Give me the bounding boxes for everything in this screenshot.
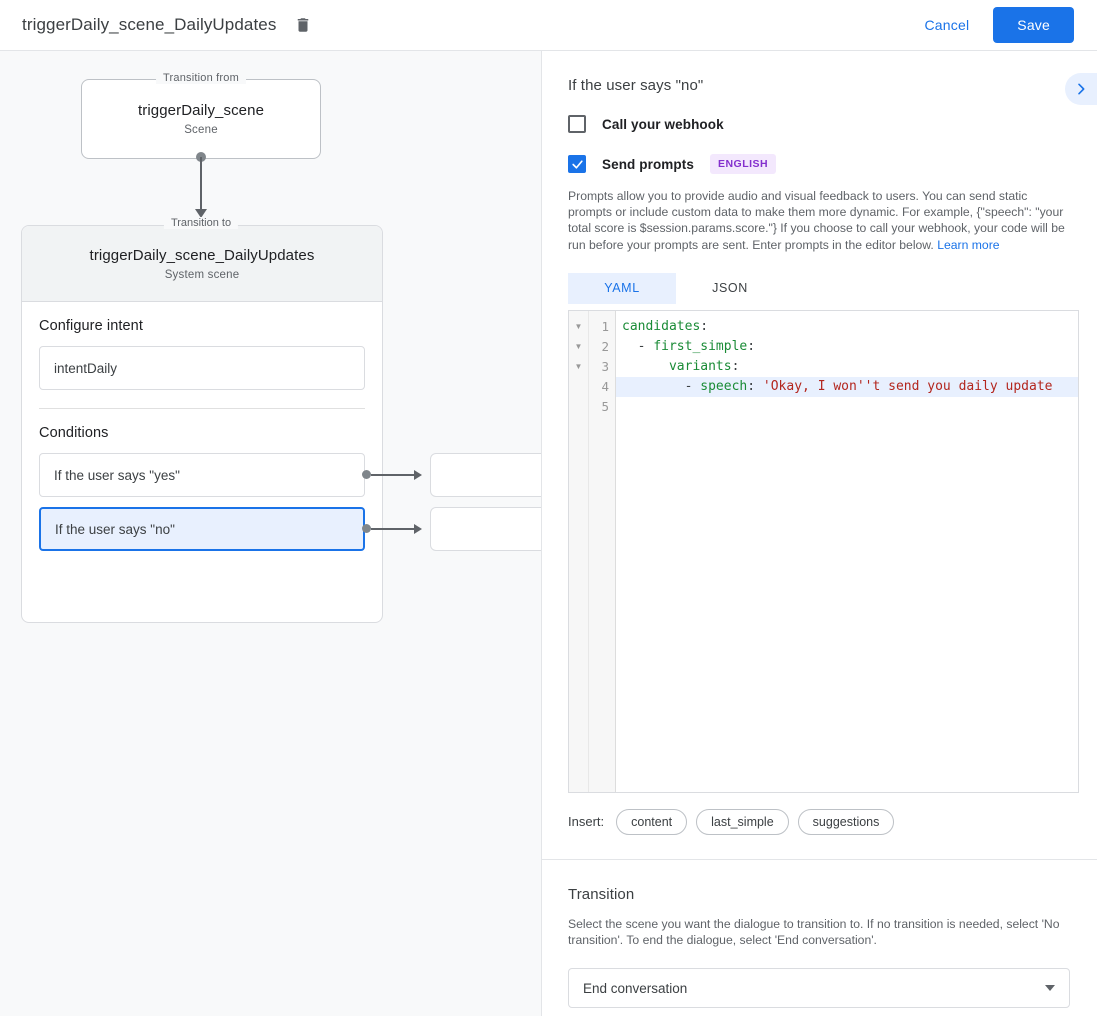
learn-more-link[interactable]: Learn more bbox=[937, 237, 1000, 252]
target-node-stub-yes[interactable] bbox=[430, 453, 541, 497]
condition-no-connector-dot bbox=[362, 524, 371, 533]
fold-spacer bbox=[569, 377, 588, 397]
code-token bbox=[622, 359, 669, 374]
code-token: 'Okay, I won''t send you daily update bbox=[762, 378, 1053, 394]
language-badge: ENGLISH bbox=[709, 154, 777, 174]
details-panel: If the user says "no" Call your webhook … bbox=[541, 51, 1097, 1016]
send-prompts-checkbox-row[interactable]: Send prompts ENGLISH bbox=[542, 154, 1097, 174]
trash-icon bbox=[294, 16, 312, 34]
target-node-stub-no[interactable] bbox=[430, 507, 541, 551]
line-number: 3 bbox=[601, 358, 609, 374]
chevron-right-icon[interactable] bbox=[1065, 73, 1097, 105]
panel-section-divider bbox=[542, 858, 1097, 860]
edge-arrowhead bbox=[195, 209, 207, 218]
transition-from-node[interactable]: Transition from triggerDaily_scene Scene bbox=[81, 72, 321, 159]
configure-intent-title: Configure intent bbox=[39, 318, 143, 334]
fold-toggle-icon[interactable]: ▼ bbox=[574, 362, 583, 372]
condition-item-no[interactable]: If the user says "no" bbox=[39, 507, 365, 551]
tab-yaml[interactable]: YAML bbox=[568, 272, 676, 304]
prompts-description: Prompts allow you to provide audio and v… bbox=[568, 188, 1071, 253]
editor-fold-column: ▼ ▼ ▼ bbox=[569, 310, 589, 792]
code-token: - bbox=[622, 378, 701, 394]
send-prompts-checkbox[interactable] bbox=[568, 155, 586, 173]
fold-toggle-icon[interactable]: ▼ bbox=[574, 322, 583, 332]
condition-yes-connector-dot bbox=[362, 470, 371, 479]
save-button[interactable]: Save bbox=[993, 7, 1074, 43]
code-line[interactable]: - first_simple: bbox=[616, 337, 1078, 357]
insert-chip-suggestions[interactable]: suggestions bbox=[797, 808, 895, 835]
code-token: variants bbox=[668, 358, 732, 374]
scene-graph-canvas: Transition from triggerDaily_scene Scene… bbox=[0, 51, 541, 1016]
page-title: triggerDaily_scene_DailyUpdates bbox=[22, 15, 277, 34]
code-line[interactable]: variants: bbox=[616, 357, 1078, 377]
code-token: : bbox=[731, 358, 740, 374]
edge-line bbox=[200, 157, 202, 212]
code-token: candidates bbox=[622, 318, 701, 334]
insert-chip-last-simple[interactable]: last_simple bbox=[696, 808, 789, 835]
webhook-checkbox-row[interactable]: Call your webhook bbox=[542, 115, 1097, 133]
send-prompts-label: Send prompts bbox=[602, 156, 694, 172]
intent-field[interactable]: intentDaily bbox=[39, 346, 365, 390]
transition-from-legend: Transition from bbox=[156, 72, 246, 84]
webhook-checkbox[interactable] bbox=[568, 115, 586, 133]
transition-select-value: End conversation bbox=[583, 980, 688, 996]
line-number: 2 bbox=[601, 338, 609, 354]
panel-title: If the user says "no" bbox=[568, 77, 704, 94]
code-token: speech bbox=[700, 378, 748, 394]
code-token: : bbox=[700, 318, 709, 334]
code-token: : bbox=[747, 338, 756, 354]
fold-spacer bbox=[569, 397, 588, 417]
conditions-section: Conditions If the user says "yes" If the… bbox=[22, 409, 382, 551]
transition-to-legend: Transition to bbox=[163, 217, 239, 229]
delete-button[interactable] bbox=[290, 12, 316, 38]
condition-no-connector-line bbox=[371, 528, 415, 530]
line-number: 4 bbox=[601, 378, 609, 394]
to-node-name: triggerDaily_scene_DailyUpdates bbox=[89, 246, 315, 264]
code-line[interactable]: - speech: 'Okay, I won''t send you daily… bbox=[616, 376, 1078, 397]
from-node-name: triggerDaily_scene bbox=[137, 102, 265, 119]
editor-line-numbers: 1 2 3 4 5 bbox=[589, 310, 616, 792]
code-token: : bbox=[747, 378, 763, 394]
panel-header: If the user says "no" bbox=[542, 51, 1097, 105]
caret-down-icon bbox=[1045, 985, 1055, 992]
configure-intent-section: Configure intent intentDaily bbox=[22, 302, 382, 409]
transition-title: Transition bbox=[568, 885, 635, 903]
to-node-header: triggerDaily_scene_DailyUpdates System s… bbox=[22, 226, 382, 302]
condition-item-yes[interactable]: If the user says "yes" bbox=[39, 453, 365, 497]
transition-section: Transition Select the scene you want the… bbox=[542, 860, 1097, 1009]
condition-yes-connector-arrow bbox=[414, 470, 422, 480]
conditions-title: Conditions bbox=[39, 425, 109, 441]
line-number: 5 bbox=[601, 398, 609, 414]
condition-no-connector-arrow bbox=[414, 524, 422, 534]
fold-toggle-icon[interactable]: ▼ bbox=[574, 342, 583, 352]
tab-json[interactable]: JSON bbox=[712, 281, 748, 296]
prompts-description-text: Prompts allow you to provide audio and v… bbox=[568, 189, 1065, 252]
transition-description: Select the scene you want the dialogue t… bbox=[568, 916, 1060, 948]
editor-code-area[interactable]: candidates: - first_simple: variants: - … bbox=[616, 311, 1078, 792]
code-token: first_simple bbox=[653, 338, 748, 354]
section-divider bbox=[39, 408, 365, 409]
transition-select[interactable]: End conversation bbox=[568, 968, 1070, 1009]
insert-label: Insert: bbox=[568, 814, 605, 830]
prompt-code-editor[interactable]: ▼ ▼ ▼ 1 2 3 4 5 candidates: - first_simple: va… bbox=[568, 309, 1079, 793]
editor-format-tabs: YAML JSON bbox=[568, 272, 1097, 304]
insert-chips-row: Insert: content last_simple suggestions bbox=[568, 808, 1097, 835]
line-number: 1 bbox=[601, 318, 609, 334]
code-line[interactable]: candidates: bbox=[616, 317, 1078, 337]
code-token: - bbox=[622, 338, 654, 354]
webhook-label: Call your webhook bbox=[602, 116, 724, 132]
insert-chip-content[interactable]: content bbox=[616, 808, 688, 835]
code-line[interactable] bbox=[616, 397, 1078, 417]
to-node-type: System scene bbox=[164, 268, 240, 281]
top-bar: triggerDaily_scene_DailyUpdates Cancel S… bbox=[0, 0, 1097, 51]
from-node-type: Scene bbox=[184, 124, 218, 136]
cancel-button[interactable]: Cancel bbox=[911, 8, 984, 42]
transition-to-node: triggerDaily_scene_DailyUpdates System s… bbox=[21, 225, 383, 623]
condition-yes-connector-line bbox=[371, 474, 415, 476]
